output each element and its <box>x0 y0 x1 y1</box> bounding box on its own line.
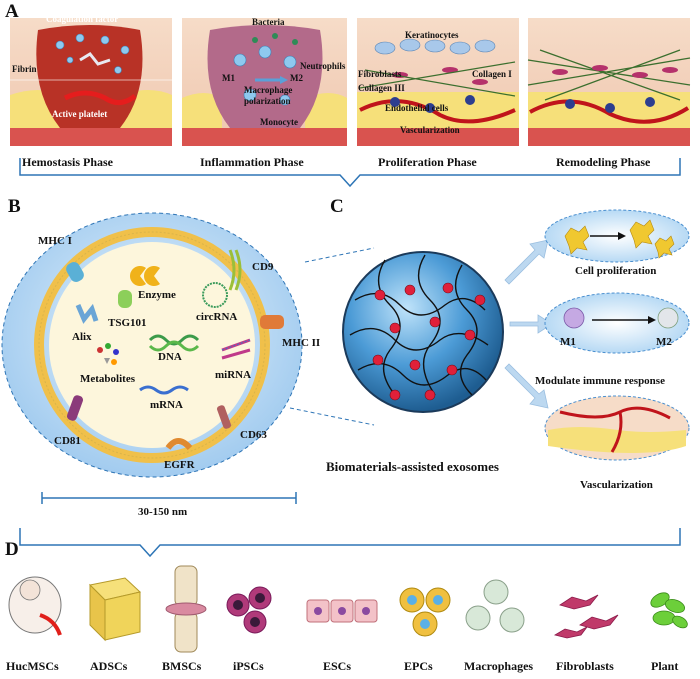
phase-inflammation: Inflammation Phase <box>200 155 304 169</box>
panel-c-sphere <box>342 251 504 413</box>
label-size-range: 30-150 nm <box>138 506 188 518</box>
label-m2-effect: M2 <box>656 336 672 348</box>
panel-a-bracket <box>19 158 681 188</box>
label-m1: M1 <box>222 73 235 83</box>
fibroblast-icon <box>553 594 619 639</box>
label-egfr: EGFR <box>164 459 195 471</box>
label-fibrin: Fibrin <box>12 64 37 74</box>
label-mrna: mRNA <box>150 399 183 411</box>
label-cd63: CD63 <box>240 429 267 441</box>
label-vascularization-a: Vascularization <box>400 125 460 135</box>
label-macrophages: Macrophages <box>464 659 534 673</box>
label-modulate-immune-response: Modulate immune response <box>535 375 665 387</box>
label-coagulation-factor: Coagulation factor <box>46 14 119 24</box>
label-cell-proliferation: Cell proliferation <box>575 265 657 277</box>
connector-top <box>304 247 375 263</box>
label-active-platelet: Active platelet <box>52 109 108 119</box>
label-endothelial-cells: Endothelial cells <box>385 103 449 113</box>
label-dna: DNA <box>158 351 182 363</box>
label-mhc-ii: MHC II <box>282 337 321 349</box>
label-metabolites: Metabolites <box>80 373 135 385</box>
panel-label-b: B <box>8 196 21 217</box>
epc-icon <box>399 587 451 637</box>
phase-hemostasis: Hemostasis Phase <box>22 155 113 169</box>
label-m1-effect: M1 <box>560 336 576 348</box>
bmsc-icon <box>165 565 207 653</box>
panel-a-tiles <box>10 18 691 146</box>
label-neutrophils: Neutrophils <box>300 61 346 71</box>
size-scale-bar <box>41 492 297 504</box>
label-enzyme: Enzyme <box>138 289 176 301</box>
ipsc-icon <box>226 586 272 634</box>
label-fibroblasts-d: Fibroblasts <box>556 659 614 673</box>
label-polarization: polarization <box>244 96 291 106</box>
panel-label-c: C <box>330 196 344 217</box>
hucmsc-icon <box>8 576 62 636</box>
label-monocyte: Monocyte <box>260 117 298 127</box>
panel-d-icons <box>8 565 688 653</box>
label-mirna: miRNA <box>215 369 252 381</box>
proliferation-tile <box>357 18 519 146</box>
label-alix: Alix <box>72 331 92 343</box>
label-vascularization-c: Vascularization <box>580 479 653 491</box>
label-keratinocytes: Keratinocytes <box>405 30 459 40</box>
label-ipscs: iPSCs <box>233 659 264 673</box>
label-cd9: CD9 <box>252 261 274 273</box>
label-fibroblasts: Fibroblasts <box>358 69 402 79</box>
label-adscs: ADSCs <box>90 659 128 673</box>
panel-label-d: D <box>5 539 19 560</box>
label-cd81: CD81 <box>54 435 81 447</box>
label-epcs: EPCs <box>404 659 433 673</box>
label-circrna: circRNA <box>196 311 238 323</box>
panel-d-bracket <box>19 528 681 558</box>
label-collagen-3: Collagen III <box>358 83 405 93</box>
label-biomaterials-exosomes: Biomaterials-assisted exosomes <box>326 459 499 474</box>
label-mhc-i: MHC I <box>38 235 72 247</box>
remodeling-tile <box>527 18 691 146</box>
label-collagen-1: Collagen I <box>472 69 512 79</box>
label-hucmscs: HucMSCs <box>6 659 59 673</box>
effect-vascularization <box>544 395 690 461</box>
label-bmscs: BMSCs <box>162 659 202 673</box>
plant-icon <box>650 592 688 629</box>
label-m2: M2 <box>290 73 303 83</box>
macrophage-icon <box>465 579 525 633</box>
label-bacteria: Bacteria <box>252 17 285 27</box>
inflammation-tile <box>182 18 347 146</box>
effect-arrows <box>504 239 553 409</box>
hemostasis-tile <box>10 18 172 146</box>
connector-bottom <box>289 407 375 426</box>
effect-immune-modulation <box>544 292 690 354</box>
label-tsg101: TSG101 <box>108 317 147 329</box>
esc-icon <box>306 599 378 623</box>
label-macrophage: Macrophage <box>244 85 293 95</box>
panel-b-exosome <box>1 212 303 478</box>
panel-label-a: A <box>5 1 19 22</box>
effect-cell-proliferation <box>544 209 690 263</box>
phase-proliferation: Proliferation Phase <box>378 155 477 169</box>
adsc-icon <box>88 577 142 642</box>
label-escs: ESCs <box>323 659 352 673</box>
label-plant: Plant <box>651 659 679 673</box>
phase-remodeling: Remodeling Phase <box>556 155 651 169</box>
